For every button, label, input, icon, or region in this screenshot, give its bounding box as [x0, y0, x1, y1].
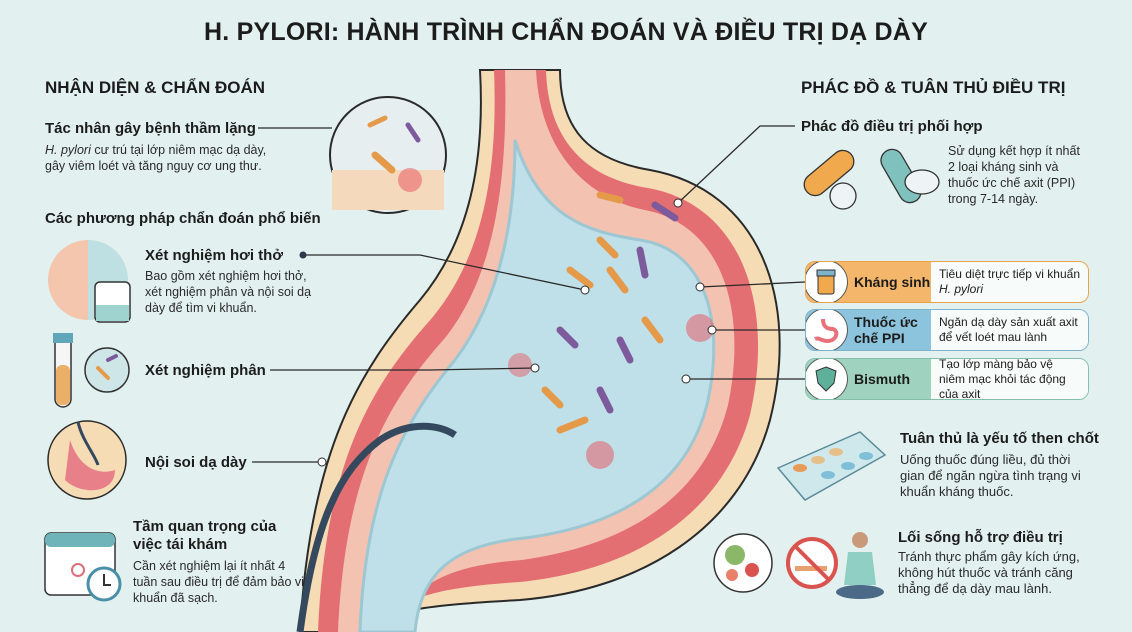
shield-icon [806, 359, 848, 399]
drug-desc-italic: H. pylori [939, 282, 984, 296]
followup-desc: Cần xét nghiệm lại ít nhất 4 tuần sau đi… [133, 559, 304, 605]
left-section-heading: NHẬN DIỆN & CHẨN ĐOÁN [45, 78, 266, 97]
adherence-desc: Uống thuốc đúng liều, đủ thời gian để ng… [900, 452, 1081, 499]
lifestyle-desc: Tránh thực phẩm gây kích ứng, không hút … [898, 549, 1080, 596]
breath-test-icon [48, 240, 131, 323]
connector-lines [252, 125, 806, 463]
endoscopy-title: Nội soi dạ dày [145, 454, 247, 471]
drug-row-ppi: Thuốc ức chế PPI Ngăn dạ dày sản xuất ax… [805, 309, 1089, 351]
pills-icon [803, 148, 940, 210]
adherence-title: Tuân thủ là yếu tố then chốt [900, 430, 1099, 447]
pathogen-desc-text: cư trú tại lớp niêm mạc dạ dày, gây viêm… [45, 143, 267, 173]
page-title: H. PYLORI: HÀNH TRÌNH CHẨN ĐOÁN VÀ ĐIỀU … [204, 18, 928, 46]
drug-desc: Tạo lớp màng bảo vệ niêm mạc khỏi tác độ… [931, 359, 1088, 399]
bacteria [541, 191, 679, 434]
breath-test-title: Xét nghiệm hơi thở [145, 247, 283, 264]
drug-desc: Ngăn dạ dày sản xuất axit để vết loét ma… [931, 310, 1088, 350]
drug-desc-text: Tiêu diệt trực tiếp vi khuẩn [939, 267, 1080, 281]
regimen-desc: Sử dụng kết hợp ít nhất 2 loại kháng sin… [948, 144, 1080, 206]
right-section-heading: PHÁC ĐỒ & TUÂN THỦ ĐIỀU TRỊ [801, 78, 1066, 97]
drug-desc: Tiêu diệt trực tiếp vi khuẩn H. pylori [931, 262, 1088, 302]
pathogen-desc: H. pylori cư trú tại lớp niêm mạc dạ dày… [45, 142, 285, 174]
no-smoking-icon [786, 537, 838, 589]
endoscopy-icon [47, 420, 127, 500]
lifestyle-title: Lối sống hỗ trợ điều trị [898, 529, 1063, 546]
stomach-icon [806, 310, 848, 350]
meditation-icon [836, 532, 884, 599]
methods-heading: Các phương pháp chẩn đoán phổ biến [45, 210, 321, 227]
healthy-food-icon [713, 533, 773, 593]
regimen-title: Phác đồ điều trị phối hợp [801, 118, 983, 135]
pillbox-icon [776, 431, 887, 501]
pathogen-name: H. pylori [45, 143, 91, 157]
stomach-diagram [296, 69, 781, 632]
medicine-bottle-icon [806, 262, 848, 302]
followup-title: Tầm quan trọng của việc tái khám [133, 518, 277, 553]
magnified-mucosa [329, 96, 447, 214]
drug-row-antibiotic: Kháng sinh Tiêu diệt trực tiếp vi khuẩn … [805, 261, 1089, 303]
stool-test-title: Xét nghiệm phân [145, 362, 266, 379]
breath-test-desc: Bao gồm xét nghiệm hơi thở, xét nghiệm p… [145, 269, 312, 315]
drug-row-bismuth: Bismuth Tạo lớp màng bảo vệ niêm mạc khỏ… [805, 358, 1089, 400]
stool-test-icon [53, 333, 130, 408]
calendar-icon [44, 532, 122, 602]
endoscope [296, 422, 457, 632]
pathogen-title: Tác nhân gây bệnh thầm lặng [45, 120, 256, 137]
